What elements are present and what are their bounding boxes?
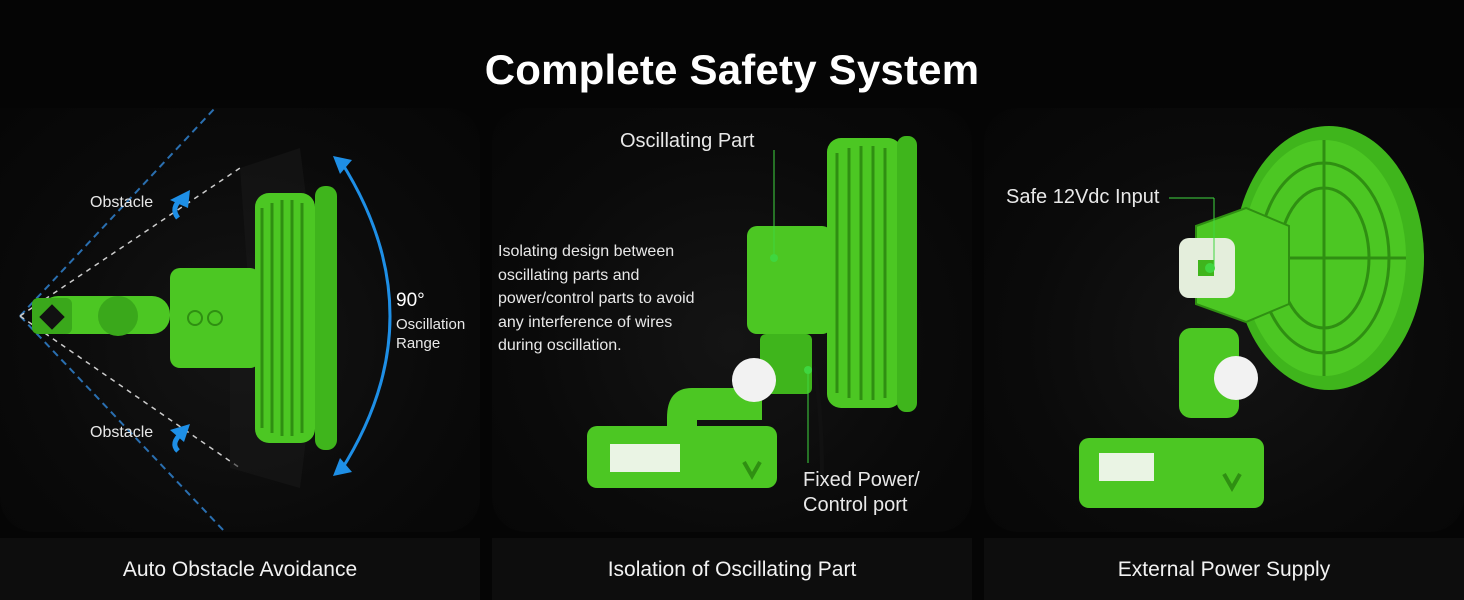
description-line-2: oscillating parts and [498,266,640,284]
fixed-port-line-1: Fixed Power/ [803,469,920,491]
caption-isolation: Isolation of Oscillating Part [607,558,857,581]
motor-housing [170,268,260,368]
caption-bg-3 [984,538,1464,600]
caption-bg-2 [492,538,972,600]
elbow-arm [667,388,762,438]
fixed-port-line-2: Control port [803,494,908,516]
arc-arrow-top-icon [333,156,352,174]
oscillation-arc [338,159,392,473]
range-label-line2: Range [396,335,441,352]
brand-logo-icon [742,461,762,481]
cone-line-top-inner [19,167,241,317]
fan-grill [255,193,315,443]
oscillating-part-label: Oscillating Part [620,130,755,152]
cone-line-bottom-inner [19,315,241,469]
clamp [587,426,777,488]
obstacle-label-bottom: Obstacle [90,424,154,441]
description-line-1: Isolating design between [498,243,675,260]
knob [732,358,776,402]
cone-line-bottom-outer [19,315,226,532]
panel-obstacle-avoidance: Obstacle Obstacle 90° Oscillation Range [0,108,480,532]
knob [1214,356,1258,400]
caption-external-power: External Power Supply [1117,558,1331,581]
fan-rim [897,136,917,412]
page-title: Complete Safety System [484,46,980,93]
brand-logo-icon [1222,473,1242,493]
range-label-line1: Oscillation [396,316,466,333]
description-line-4: any interference of wires [498,313,673,331]
motor-housing [747,226,832,334]
panel-isolation: Oscillating Part Isolating design betwee… [492,108,972,532]
fixed-port-label: Fixed Power/ Control port [803,468,920,518]
description-line-3: power/control parts to avoid [498,290,695,307]
fan-isolation-illustration [587,136,917,488]
angle-label: 90° [396,290,425,311]
caption-auto-obstacle-avoidance: Auto Obstacle Avoidance [122,558,358,581]
fan-oscillation-illustration [19,108,392,532]
fan-power-illustration [1079,126,1424,508]
isolation-description: Isolating design between oscillating par… [498,240,695,358]
description-line-5: during oscillation. [498,337,622,354]
caption-bg-1 [0,538,480,600]
fan-rim [315,186,337,450]
power-cable [812,365,824,481]
fan-grill [827,138,902,408]
input-label: Safe 12Vdc Input [1006,186,1160,208]
obstacle-label-top: Obstacle [90,194,154,211]
arc-arrow-bottom-icon [333,458,352,476]
panel-external-power: Safe 12Vdc Input [984,108,1464,532]
